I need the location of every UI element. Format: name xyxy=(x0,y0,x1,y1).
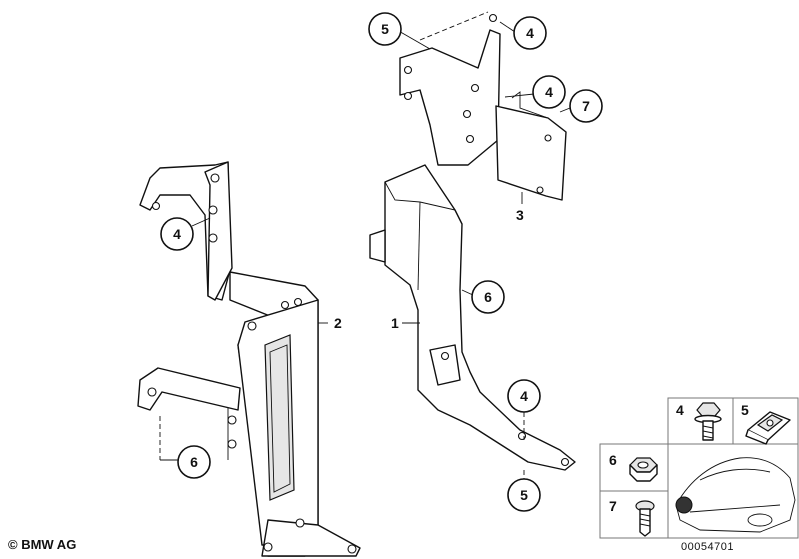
clip-nut-icon xyxy=(745,411,791,445)
callout-7-top: 7 xyxy=(569,89,603,123)
callout-label: 4 xyxy=(520,388,528,404)
callout-4-left: 4 xyxy=(160,217,194,251)
hex-nut-icon xyxy=(629,457,658,482)
legend-item-4[interactable]: 4 xyxy=(676,402,722,441)
bracket-part-1[interactable] xyxy=(369,13,576,471)
bolt-icon xyxy=(694,402,722,441)
leader-lines xyxy=(159,11,571,482)
callout-4-top: 4 xyxy=(513,16,547,50)
copyright-text: © BMW AG xyxy=(8,537,77,552)
callout-4-bottom: 4 xyxy=(507,379,541,413)
legend-item-6[interactable]: 6 xyxy=(609,452,658,482)
callout-5-top: 5 xyxy=(368,12,402,46)
legend-number: 7 xyxy=(609,498,617,514)
diagram-code: 00054701 xyxy=(681,541,734,553)
callout-label: 4 xyxy=(526,25,534,41)
callout-6-left: 6 xyxy=(177,445,211,479)
callout-label: 5 xyxy=(520,487,528,503)
legend-number: 6 xyxy=(609,452,617,468)
callout-label: 7 xyxy=(582,98,590,114)
part-label-2: 2 xyxy=(334,315,342,331)
vehicle-location-sketch xyxy=(675,457,796,533)
bracket-part-2[interactable] xyxy=(137,161,361,557)
part-label-3: 3 xyxy=(516,207,524,223)
legend-number: 4 xyxy=(676,402,684,418)
callout-6-center: 6 xyxy=(471,280,505,314)
legend-item-5[interactable]: 5 xyxy=(741,402,791,445)
legend-item-7[interactable]: 7 xyxy=(609,498,655,537)
callout-label: 5 xyxy=(381,21,389,37)
screw-icon xyxy=(635,500,655,537)
callout-label: 4 xyxy=(545,84,553,100)
callout-5-bottom: 5 xyxy=(507,478,541,512)
legend-panel: 4 5 6 xyxy=(599,397,799,539)
callout-label: 4 xyxy=(173,226,181,242)
plate-part-3[interactable] xyxy=(495,91,567,201)
callout-label: 6 xyxy=(190,454,198,470)
legend-number: 5 xyxy=(741,402,749,418)
location-marker-icon xyxy=(675,496,693,514)
callout-4-mid: 4 xyxy=(532,75,566,109)
part-label-1: 1 xyxy=(391,315,399,331)
callout-label: 6 xyxy=(484,289,492,305)
